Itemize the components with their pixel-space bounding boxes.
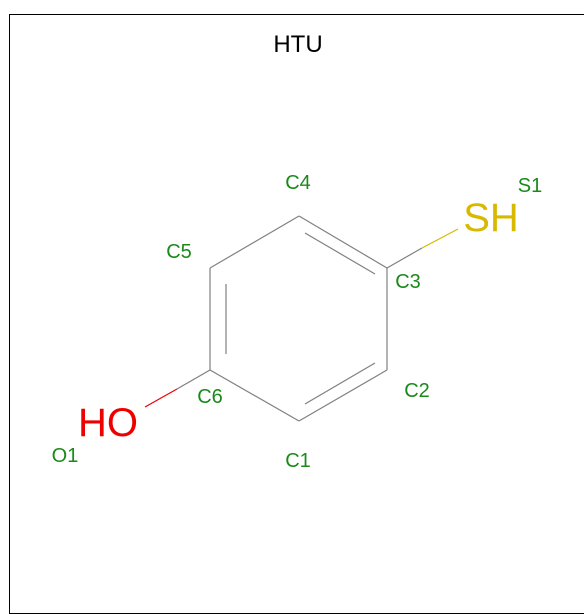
atom-label-c6: C6 xyxy=(197,386,223,408)
molecule-diagram: HTU SH HO C1 C2 C3 C4 C5 C6 O1 S1 xyxy=(52,31,543,472)
atom-label-c3: C3 xyxy=(395,271,421,293)
bond-c3-s1-carbon-half xyxy=(386,247,423,269)
atom-id-labels: C1 C2 C3 C4 C5 C6 O1 S1 xyxy=(52,172,543,472)
thiol-group-label: SH xyxy=(463,196,519,240)
hydroxyl-group-label: HO xyxy=(78,401,138,445)
bond-c4-c5 xyxy=(209,215,300,269)
atom-label-c5: C5 xyxy=(166,241,192,263)
double-bond-c3-c4 xyxy=(304,232,376,275)
molecule-title: HTU xyxy=(273,31,322,58)
atom-label-o1: O1 xyxy=(52,445,79,467)
bond-c3-c4 xyxy=(298,215,388,269)
bond-c6-c1 xyxy=(209,369,300,422)
bond-c3-s1-sulfur-half xyxy=(421,228,459,249)
bond-c1-c2 xyxy=(298,369,388,422)
atom-label-c1: C1 xyxy=(285,450,311,472)
substituent-bonds xyxy=(144,228,459,408)
bond-c6-o1-oxygen-half xyxy=(144,388,178,408)
atom-label-c2: C2 xyxy=(404,380,430,402)
bond-c6-o1-carbon-half xyxy=(176,369,211,390)
atom-label-c4: C4 xyxy=(285,172,311,194)
atom-label-s1: S1 xyxy=(518,175,542,197)
ring-bonds xyxy=(209,215,388,422)
double-bond-c1-c2 xyxy=(304,362,376,405)
